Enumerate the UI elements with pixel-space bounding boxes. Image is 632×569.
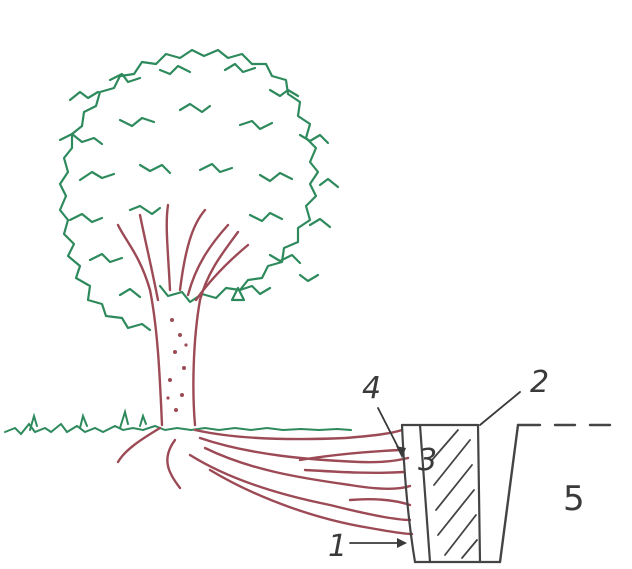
tree-roots (116, 426, 414, 536)
excavation-outline (498, 423, 612, 564)
barrier-hatching (431, 429, 478, 559)
label-5: 5 (563, 479, 585, 519)
trunk-bark-dots (166, 318, 188, 412)
label-3: 3 (418, 443, 437, 478)
tree-trunk (116, 203, 250, 427)
tree-canopy (58, 48, 340, 332)
label-2: 2 (530, 365, 549, 400)
label-4: 4 (362, 371, 381, 406)
root-barrier-trench (400, 423, 502, 564)
ground-line (4, 408, 352, 436)
label-1: 1 (328, 529, 347, 564)
arrowheads (396, 446, 407, 548)
